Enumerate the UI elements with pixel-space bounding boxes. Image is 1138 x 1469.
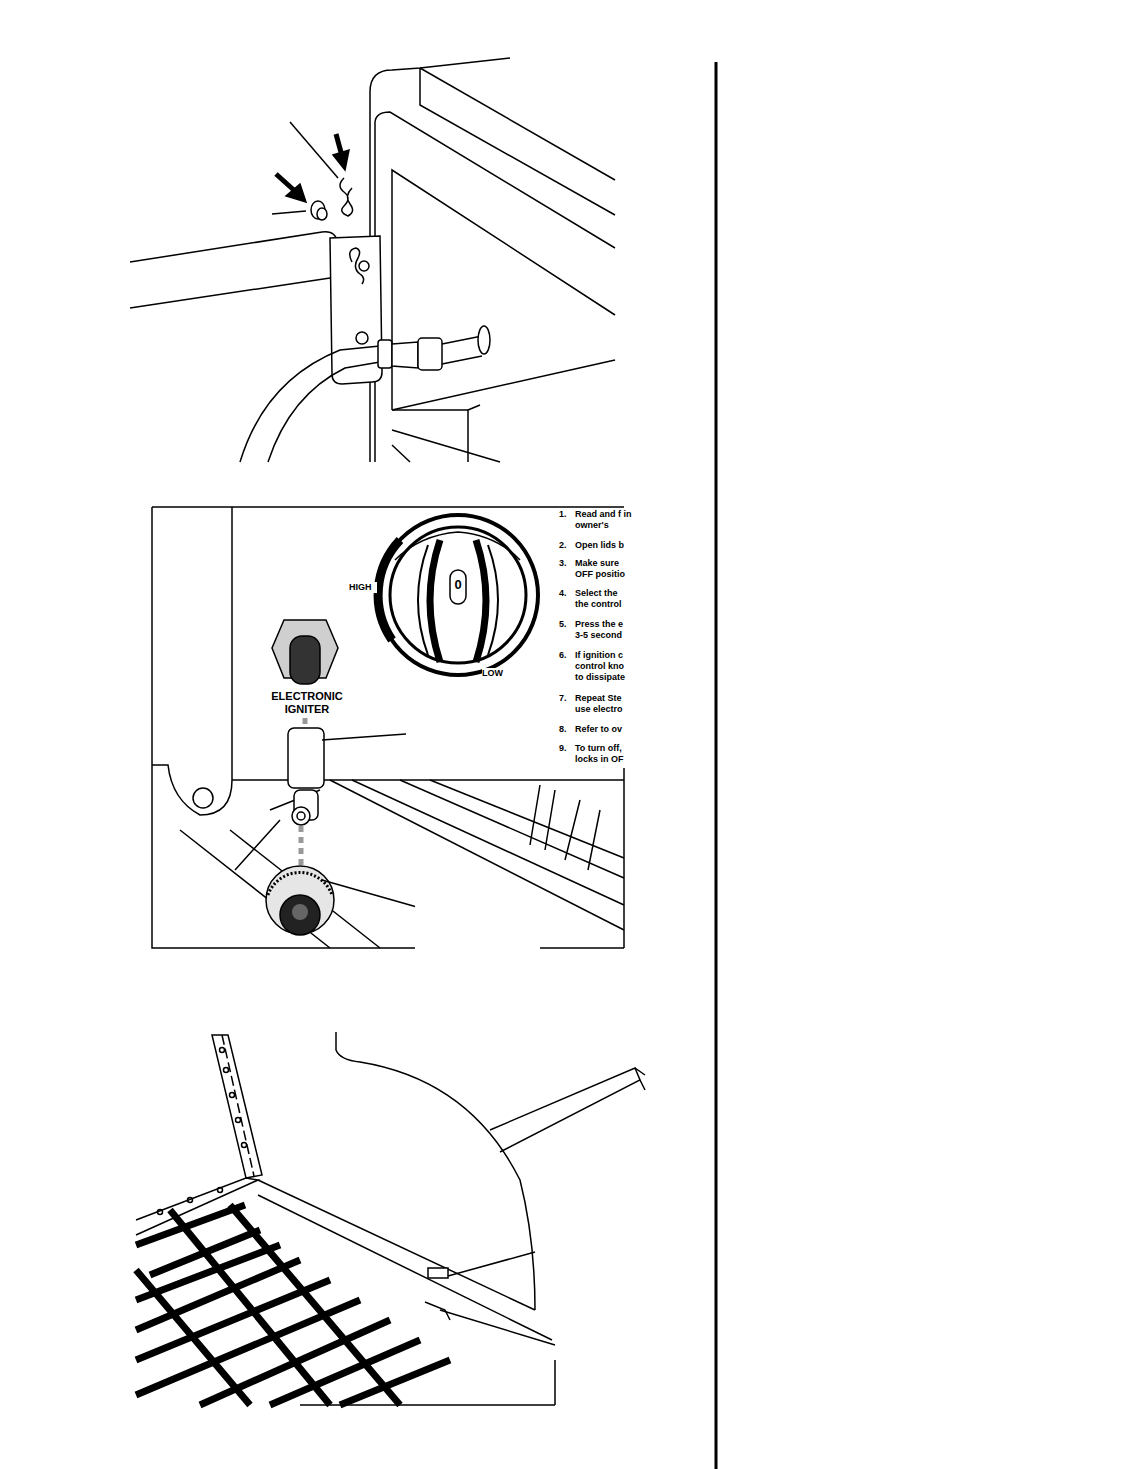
frame-bracket-figure [130, 58, 615, 462]
igniter-panel-figure [152, 507, 624, 952]
step-text: Repeat Ste use electro [575, 693, 633, 715]
step-number: 7. [559, 693, 573, 704]
step-number: 6. [559, 650, 573, 661]
step-number: 9. [559, 743, 573, 754]
dial-marking: HIGH [349, 582, 377, 593]
step-text: Read and f in owner's [575, 509, 633, 531]
lid-grate-figure [136, 1032, 645, 1405]
step-text: Select the the control [575, 588, 633, 610]
part-label: ELECTRONIC IGNITER [252, 690, 362, 716]
step-number: 2. [559, 540, 573, 551]
step-number: 8. [559, 724, 573, 735]
dial-marking: LOW [482, 668, 512, 679]
step-text: If ignition c control kno to dissipate [575, 650, 633, 682]
step-number: 3. [559, 558, 573, 569]
step-text: Press the e 3-5 second [575, 619, 633, 641]
step-number: 1. [559, 509, 573, 520]
step-text: Refer to ov [575, 724, 633, 735]
column-divider [715, 62, 718, 1469]
step-text: To turn off, locks in OF [575, 743, 633, 765]
step-text: Open lids b [575, 540, 633, 551]
step-number: 4. [559, 588, 573, 599]
knob-marking: 0 [451, 577, 465, 593]
step-text: Make sure OFF positio [575, 558, 633, 580]
step-number: 5. [559, 619, 573, 630]
